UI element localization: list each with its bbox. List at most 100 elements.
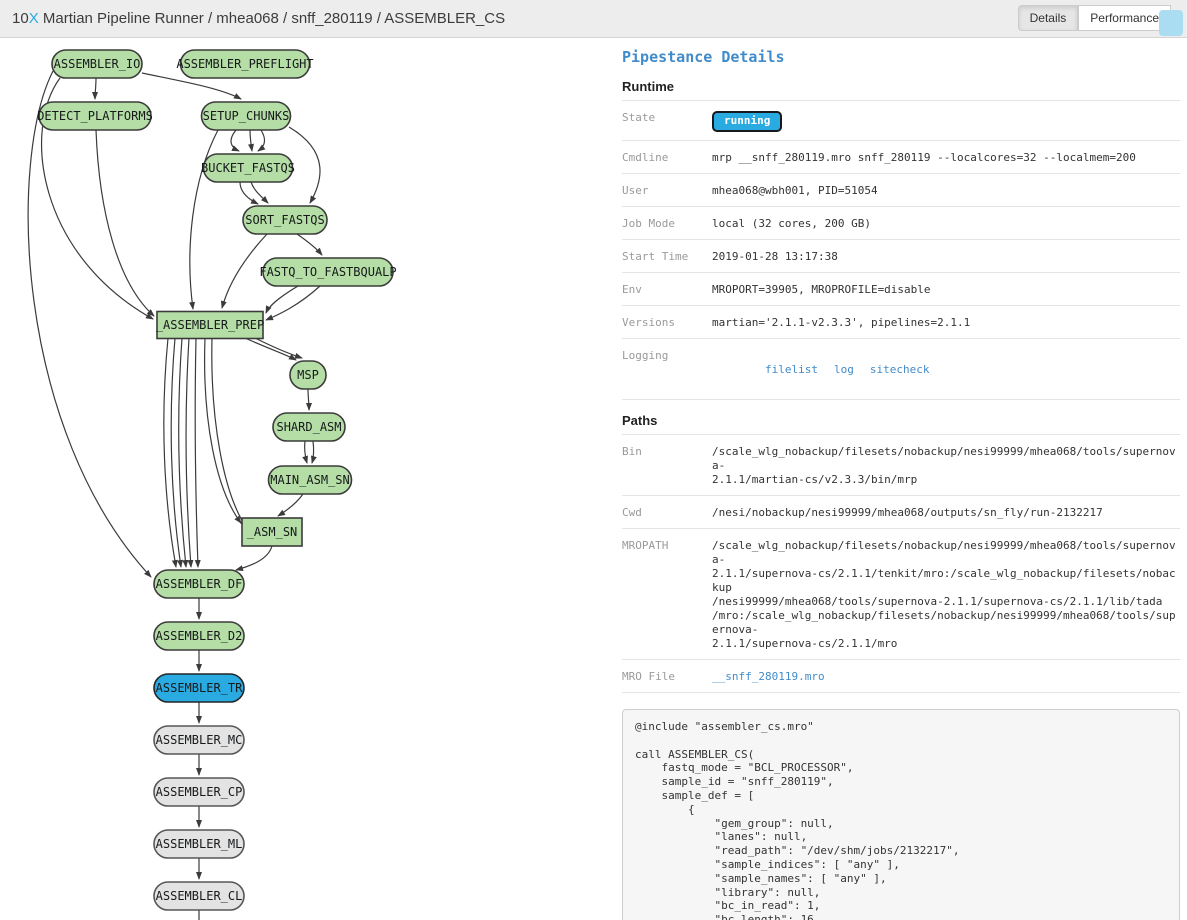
node-detect-platforms[interactable]: DETECT_PLATFORMS [37,101,153,131]
edge-bucket-sort-1 [239,181,259,205]
mropath-label: MROPATH [622,539,669,552]
log-link[interactable]: log [833,363,854,376]
edge-shard-main-1 [302,440,308,464]
job-mode-value: local (32 cores, 200 GB) [712,217,871,230]
edge-main-asmsn [277,493,304,517]
svg-text:ASSEMBLER_PREFLIGHT: ASSEMBLER_PREFLIGHT [176,57,313,71]
state-value: running [712,109,1180,132]
bin-label: Bin [622,445,642,458]
versions-value: martian='2.1.1-v2.3.3', pipelines=2.1.1 [712,316,971,329]
node-assembler-cl[interactable]: ASSEMBLER_CL [153,881,245,911]
svg-text:ASSEMBLER_IO: ASSEMBLER_IO [54,57,141,71]
svg-text:FASTQ_TO_FASTBQUALP: FASTQ_TO_FASTBQUALP [259,265,396,279]
user-label: User [622,184,649,197]
row-mro-file: MRO File __snff_280119.mro [622,660,1180,693]
svg-text:MSP: MSP [297,368,319,382]
env-label: Env [622,283,642,296]
start-time-label: Start Time [622,250,689,263]
row-bin: Bin /scale_wlg_nobackup/filesets/nobacku… [622,435,1180,496]
performance-button[interactable]: Performance [1078,5,1171,31]
svg-text:ASSEMBLER_CL: ASSEMBLER_CL [156,889,243,903]
svg-text:SORT_FASTQS: SORT_FASTQS [245,213,324,227]
mro-file-value: __snff_280119.mro [712,668,1180,684]
svg-text:_ASSEMBLER_PREP: _ASSEMBLER_PREP [156,318,264,332]
edge-fastq-prep-1 [265,285,299,314]
brand-10: 10 [12,10,29,27]
edge-setup-bucket-1 [230,129,240,152]
edge-prep-msp-1 [244,337,297,361]
runtime-heading: Runtime [622,79,674,94]
row-cwd: Cwd /nesi/nobackup/nesi99999/mhea068/out… [622,496,1180,529]
edge-io-df [27,70,152,578]
node-setup-chunks[interactable]: SETUP_CHUNKS [200,101,292,131]
svg-text:SHARD_ASM: SHARD_ASM [276,420,341,434]
page-title: 10X Martian Pipeline Runner / mhea068 / … [12,10,505,27]
bin-value: /scale_wlg_nobackup/filesets/nobackup/ne… [712,445,1176,486]
edge-setup-prep [189,129,219,310]
versions-label: Versions [622,316,675,329]
row-versions: Versions martian='2.1.1-v2.3.3', pipelin… [622,306,1180,339]
edge-highlight-sliver [1159,10,1183,36]
edge-prep-df-4 [185,337,194,568]
sitecheck-link[interactable]: sitecheck [869,363,930,376]
svg-text:ASSEMBLER_DF: ASSEMBLER_DF [156,577,243,591]
edge-io-prep [41,77,154,320]
logging-label: Logging [622,349,669,362]
edge-sort-prep [220,233,268,309]
svg-text:ASSEMBLER_CP: ASSEMBLER_CP [156,785,243,799]
edge-io-detect [92,77,99,100]
edge-prep-asmsn-2 [211,337,247,528]
node-assembler-ml[interactable]: ASSEMBLER_ML [153,829,245,859]
edge-msp-shard [305,388,312,411]
edge-prep-df-5 [194,337,201,568]
logging-links: filelist log sitecheck [712,347,1180,391]
svg-text:ASSEMBLER_TR: ASSEMBLER_TR [156,681,243,695]
row-job-mode: Job Mode local (32 cores, 200 GB) [622,207,1180,240]
node--asm-sn[interactable]: _ASM_SN [241,517,303,547]
node-shard-asm[interactable]: SHARD_ASM [272,412,346,442]
paths-table: Bin /scale_wlg_nobackup/filesets/nobacku… [622,434,1180,693]
edge-io-setup [141,72,242,100]
status-badge: running [712,111,783,132]
pipeline-graph: ASSEMBLER_IO ASSEMBLER_PREFLIGHT DETECT_PL… [27,49,397,920]
node-fastq-to-fastbqualp[interactable]: FASTQ_TO_FASTBQUALP [259,257,397,287]
row-start-time: Start Time 2019-01-28 13:17:38 [622,240,1180,273]
edge-sort-fastq [296,233,323,256]
cwd-value: /nesi/nobackup/nesi99999/mhea068/outputs… [712,506,1103,519]
node-assembler-preflight[interactable]: ASSEMBLER_PREFLIGHT [176,49,314,79]
node-assembler-df[interactable]: ASSEMBLER_DF [153,569,245,599]
filelist-link[interactable]: filelist [764,363,818,376]
svg-text:DETECT_PLATFORMS: DETECT_PLATFORMS [37,109,153,123]
details-button[interactable]: Details [1017,5,1079,31]
node-msp[interactable]: MSP [289,360,327,390]
mro-file-link[interactable]: __snff_280119.mro [712,670,825,683]
row-mropath: MROPATH /scale_wlg_nobackup/filesets/nob… [622,529,1180,660]
runtime-table: State running Cmdline mrp __snff_280119.… [622,100,1180,400]
node-assembler-cp[interactable]: ASSEMBLER_CP [153,777,245,807]
breadcrumb: Martian Pipeline Runner / mhea068 / snff… [38,10,506,27]
node-assembler-d2[interactable]: ASSEMBLER_D2 [153,621,245,651]
edge-setup-bucket-2 [248,129,254,152]
node-sort-fastqs[interactable]: SORT_FASTQS [242,205,328,235]
node-assembler-tr[interactable]: ASSEMBLER_TR [153,673,245,703]
mropath-value: /scale_wlg_nobackup/filesets/nobackup/ne… [712,539,1176,650]
svg-text:ASSEMBLER_ML: ASSEMBLER_ML [156,837,243,851]
svg-text:MAIN_ASM_SN: MAIN_ASM_SN [270,473,349,487]
node-assembler-mc[interactable]: ASSEMBLER_MC [153,725,245,755]
node-assembler-io[interactable]: ASSEMBLER_IO [51,49,143,79]
edge-prep-msp-2 [254,337,303,359]
node--assembler-prep[interactable]: _ASSEMBLER_PREP [156,310,264,340]
cwd-label: Cwd [622,506,642,519]
node-main-asm-sn[interactable]: MAIN_ASM_SN [267,465,353,495]
edge-setup-sort [288,126,321,204]
svg-text:_ASM_SN: _ASM_SN [247,525,298,539]
row-state: State running [622,101,1180,141]
state-label: State [622,111,656,124]
job-mode-label: Job Mode [622,217,675,230]
edge-prep-asmsn-1 [204,337,242,524]
header-bar: 10X Martian Pipeline Runner / mhea068 / … [0,0,1187,38]
row-logging: Logging filelist log sitecheck [622,339,1180,400]
node-bucket-fastqs[interactable]: BUCKET_FASTQS [201,153,295,183]
row-env: Env MROPORT=39905, MROPROFILE=disable [622,273,1180,306]
start-time-value: 2019-01-28 13:17:38 [712,250,838,263]
